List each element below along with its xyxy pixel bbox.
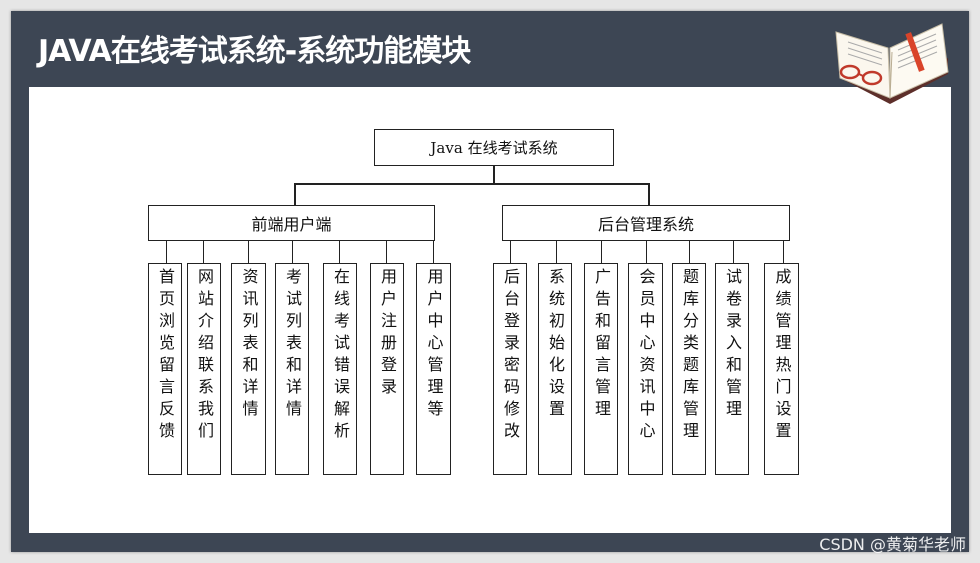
leaf-node: 考试列表和详情 xyxy=(275,263,309,475)
connector-leaf xyxy=(783,241,784,263)
connector-leaf xyxy=(646,241,647,263)
connector-front-up xyxy=(294,183,296,205)
leaf-label: 广告和留言管理 xyxy=(592,268,611,422)
leaf-label: 首页浏览留言反馈 xyxy=(156,268,175,444)
leaf-label: 试卷录入和管理 xyxy=(723,268,742,422)
connector-leaf xyxy=(203,241,204,263)
leaf-node: 用户中心管理等 xyxy=(416,263,451,475)
connector-leaf xyxy=(689,241,690,263)
leaf-node: 后台登录密码修改 xyxy=(493,263,527,475)
leaf-label: 资讯列表和详情 xyxy=(239,268,259,422)
leaf-node: 用户注册登录 xyxy=(370,263,404,475)
root-node: Java 在线考试系统 xyxy=(374,129,614,166)
leaf-node: 在线考试错误解析 xyxy=(323,263,357,475)
leaf-node: 系统初始化设置 xyxy=(538,263,572,475)
leaf-label: 网站介绍联系我们 xyxy=(195,268,214,444)
leaf-label: 成绩管理热门设置 xyxy=(772,268,792,444)
watermark: CSDN @黄菊华老师 xyxy=(819,535,966,554)
leaf-label: 用户注册登录 xyxy=(378,268,397,400)
leaf-node: 首页浏览留言反馈 xyxy=(148,263,182,475)
connector-leaf xyxy=(556,241,557,263)
leaf-node: 资讯列表和详情 xyxy=(231,263,266,475)
page-title: JAVA在线考试系统-系统功能模块 xyxy=(38,34,471,69)
connector-leaf xyxy=(433,241,434,263)
leaf-node: 题库分类题库管理 xyxy=(672,263,706,475)
leaf-label: 考试列表和详情 xyxy=(283,268,302,422)
connector-leaf xyxy=(601,241,602,263)
leaf-node: 试卷录入和管理 xyxy=(715,263,749,475)
connector-leaf xyxy=(248,241,249,263)
connector-leaf xyxy=(510,241,511,263)
leaf-label: 后台登录密码修改 xyxy=(501,268,520,444)
category-backend: 后台管理系统 xyxy=(502,205,790,241)
connector-back-up xyxy=(648,183,650,205)
category-frontend: 前端用户端 xyxy=(148,205,435,241)
leaf-label: 用户中心管理等 xyxy=(424,268,444,422)
connector-root-bar xyxy=(294,183,650,185)
connector-leaf xyxy=(166,241,167,263)
leaf-node: 广告和留言管理 xyxy=(584,263,618,475)
leaf-node: 会员中心资讯中心 xyxy=(628,263,663,475)
leaf-label: 会员中心资讯中心 xyxy=(636,268,656,444)
connector-leaf xyxy=(733,241,734,263)
leaf-label: 题库分类题库管理 xyxy=(680,268,699,444)
leaf-node: 网站介绍联系我们 xyxy=(187,263,221,475)
connector-leaf xyxy=(386,241,387,263)
leaf-node: 成绩管理热门设置 xyxy=(764,263,799,475)
connector-leaf xyxy=(339,241,340,263)
connector-leaf xyxy=(292,241,293,263)
connector-root-down xyxy=(493,166,495,184)
leaf-label: 系统初始化设置 xyxy=(546,268,565,422)
leaf-label: 在线考试错误解析 xyxy=(331,268,350,444)
open-book-with-glasses-icon xyxy=(835,23,949,104)
